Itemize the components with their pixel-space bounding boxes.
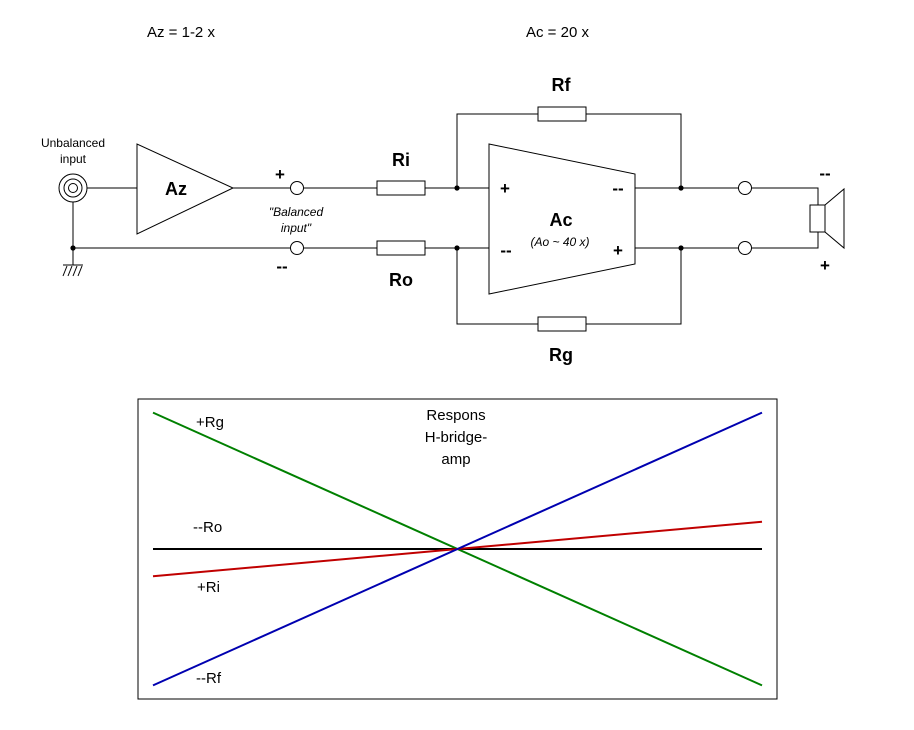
ac-block-label: Ac bbox=[549, 210, 572, 230]
input-label-line1: Unbalanced bbox=[41, 136, 105, 150]
chart-title-line2: H-bridge- bbox=[425, 429, 488, 446]
speaker-plus-label: + bbox=[820, 256, 830, 275]
rg-label: Rg bbox=[549, 345, 573, 365]
ac-in-plus-label: + bbox=[500, 179, 510, 198]
rg-resistor-icon bbox=[537, 316, 587, 332]
rf-label: Rf bbox=[552, 75, 572, 95]
series-line-rf bbox=[152, 411, 763, 687]
rf-resistor-icon bbox=[537, 106, 587, 122]
chart-title-line1: Respons bbox=[426, 407, 485, 424]
wire-rg-right bbox=[586, 248, 682, 325]
input-jack-icon bbox=[58, 173, 88, 203]
ac-amplifier-icon bbox=[488, 143, 636, 295]
speaker-icon bbox=[809, 187, 845, 250]
ri-label: Ri bbox=[392, 150, 410, 170]
series-label-rg: +Rg bbox=[196, 414, 224, 431]
balanced-label-line1: "Balanced bbox=[269, 205, 324, 219]
junction-dot-rg bbox=[678, 245, 684, 251]
output-terminal-top-icon bbox=[738, 181, 752, 195]
wire-rg-left bbox=[456, 248, 538, 325]
wire-rf-left bbox=[456, 113, 538, 188]
wire-speaker-top bbox=[752, 187, 819, 205]
az-amplifier-icon bbox=[136, 143, 235, 235]
speaker-minus-label: -- bbox=[819, 164, 830, 183]
wire-speaker-bottom bbox=[752, 232, 819, 249]
minus-terminal-label: -- bbox=[276, 257, 287, 276]
series-label-rf: --Rf bbox=[196, 670, 222, 687]
ac-note-label: (Ao ~ 40 x) bbox=[530, 235, 589, 249]
ground-icon bbox=[62, 264, 83, 277]
ac-out-minus-label: -- bbox=[612, 179, 623, 198]
series-label-ro: --Ro bbox=[193, 519, 222, 536]
balanced-label-line2: input" bbox=[281, 221, 312, 235]
az-block-label: Az bbox=[165, 179, 187, 199]
input-label-line2: input bbox=[60, 152, 87, 166]
minus-terminal-icon bbox=[290, 241, 304, 255]
wire-rf-right bbox=[586, 113, 682, 188]
series-label-ri: +Ri bbox=[197, 579, 220, 596]
ri-resistor-icon bbox=[376, 180, 426, 196]
chart-series-group bbox=[152, 411, 763, 687]
ro-resistor-icon bbox=[376, 240, 426, 256]
ro-label: Ro bbox=[389, 270, 413, 290]
az-gain-label: Az = 1-2 x bbox=[147, 24, 215, 41]
chart-title-line3: amp bbox=[441, 451, 470, 468]
ac-gain-label: Ac = 20 x bbox=[526, 24, 589, 41]
ac-out-plus-label: + bbox=[613, 241, 623, 260]
output-terminal-bottom-icon bbox=[738, 241, 752, 255]
response-chart: Respons H-bridge- amp +Rg --Ro +Ri --Rf bbox=[137, 398, 778, 700]
junction-dot-rf bbox=[678, 185, 684, 191]
plus-terminal-label: + bbox=[275, 165, 285, 184]
ac-in-minus-label: -- bbox=[500, 241, 511, 260]
plus-terminal-icon bbox=[290, 181, 304, 195]
